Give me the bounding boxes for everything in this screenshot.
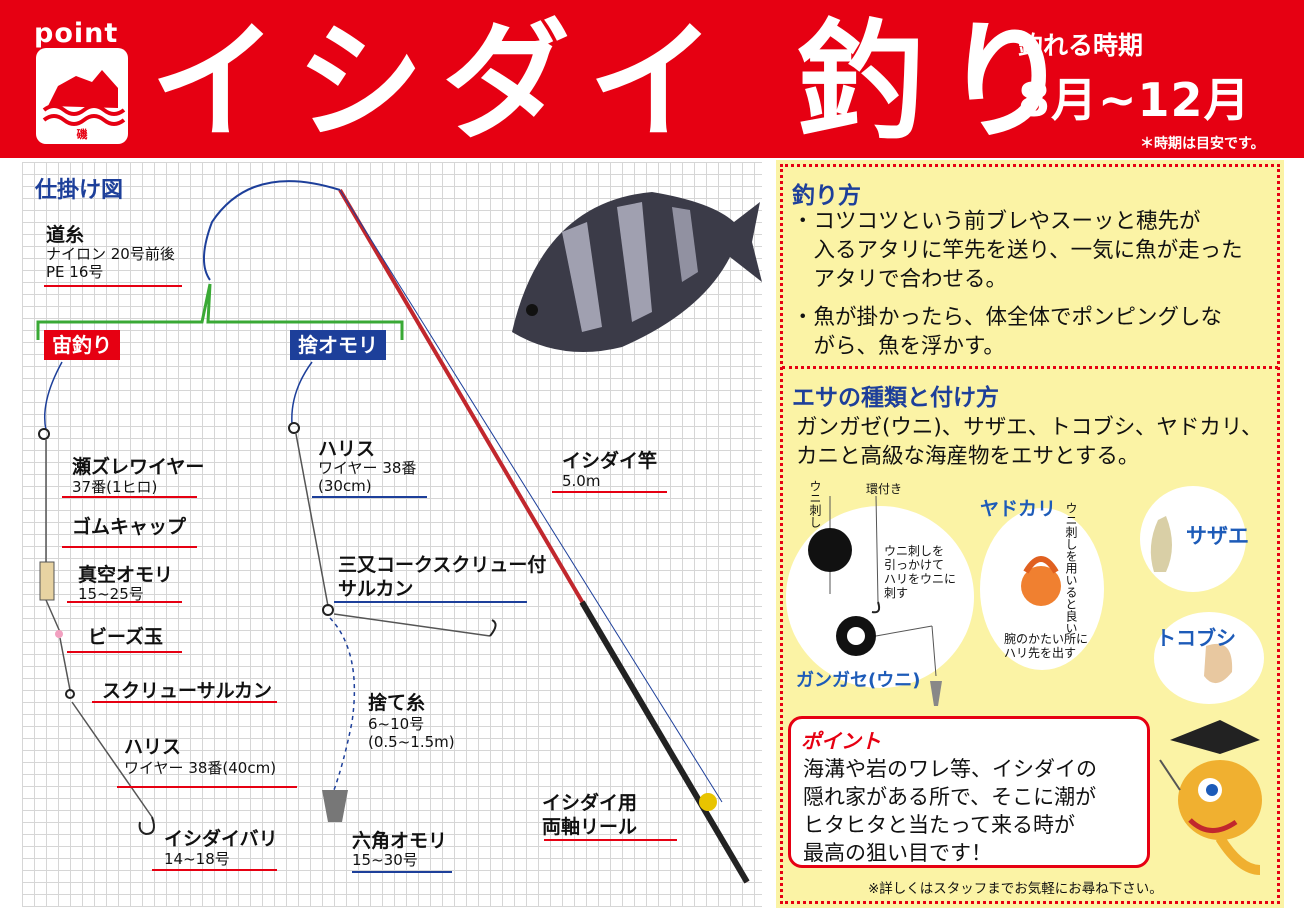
- rock-wave-icon: [42, 70, 126, 126]
- label-reel-2: 両軸リール: [542, 816, 638, 838]
- howto-line-1: ・コツコツという前ブレやスーッと穂先が: [792, 209, 1201, 234]
- main-line-label: 道糸: [46, 224, 85, 246]
- ishidai-fish-icon: [512, 192, 762, 352]
- main-line-spec1: ナイロン 20号前後: [46, 245, 175, 263]
- uni-sashi-label: ウニ刺し: [808, 480, 822, 528]
- spec1-sute-ito: 6~10号: [368, 715, 425, 733]
- fish-mascot-icon: [1159, 720, 1262, 875]
- yadokari-label: ヤドカリ: [980, 498, 1057, 520]
- label-shinkuu-omori: 真空オモリ: [78, 564, 174, 586]
- reel-icon: [699, 793, 717, 811]
- brand-logo-text: point: [34, 18, 119, 49]
- uni-note-3: ハリをウニに: [884, 572, 957, 586]
- point-line-2: 隠れ家がある所で、そこに潮が: [803, 785, 1097, 809]
- label-reel-1: イシダイ用: [542, 792, 638, 814]
- bait-desc-2: カニと高級な海産物をエサとする。: [796, 444, 1140, 469]
- label-gomu-cap: ゴムキャップ: [72, 516, 187, 538]
- sea-urchin-icon: [808, 528, 852, 572]
- spec-rokkaku-omori: 15~30号: [352, 851, 418, 869]
- sazae-label: サザエ: [1186, 524, 1249, 548]
- yadokari-note-2: ハリ先を出す: [1004, 646, 1077, 660]
- spec-harisu-left: ワイヤー 38番(40cm): [124, 759, 277, 777]
- main-line-spec2: PE 16号: [46, 263, 104, 281]
- iso-logo: 磯: [36, 48, 128, 144]
- footnote: ※詳しくはスタッフまでお気軽にお尋ね下さい。: [868, 881, 1163, 897]
- bait-desc-1: ガンガゼ(ウニ)、サザエ、トコブシ、ヤドカリ、: [796, 415, 1263, 440]
- panel-dotted-border: [780, 164, 1280, 904]
- label-beads: ビーズ玉: [88, 626, 164, 648]
- rig-section-title: 仕掛け図: [35, 178, 124, 203]
- season-label: 釣れる時期: [1018, 31, 1144, 60]
- rig-diagram-lines: [36, 180, 762, 884]
- howto-line-4: ・魚が掛かったら、体全体でポンピングしな: [792, 305, 1223, 330]
- page-title: イシダイ 釣り: [150, 8, 1089, 157]
- spec-ishidai-bari: 14~18号: [164, 850, 230, 868]
- uni-note-1: ウニ刺しを: [884, 544, 945, 558]
- season-note: ＊時期は目安です。: [1140, 136, 1265, 152]
- point-line-3: ヒタヒタと当たって来る時が: [803, 813, 1075, 837]
- section-divider: [782, 366, 1278, 369]
- label-harisu-left: ハリス: [124, 736, 182, 758]
- label-sanmata-swivel: 三又コークスクリュー付: [338, 554, 547, 576]
- spec-rod: 5.0m: [562, 472, 601, 490]
- spec-shinkuu-omori: 15~25号: [78, 585, 144, 603]
- label-sute-ito: 捨て糸: [368, 692, 426, 714]
- label-sarukan: サルカン: [338, 578, 414, 600]
- yadokari-note-vertical: ウニ刺しを用いると良い: [1064, 502, 1078, 634]
- label-harisu-right: ハリス: [318, 438, 376, 460]
- kan-tsuki-label: 環付き: [866, 482, 903, 496]
- point-box: ポイント 海溝や岩のワレ等、イシダイの 隠れ家がある所で、そこに潮が ヒタヒタと…: [788, 716, 1150, 868]
- point-line-1: 海溝や岩のワレ等、イシダイの: [803, 757, 1097, 781]
- spec2-sute-ito: (0.5~1.5m): [368, 733, 455, 751]
- label-ishidai-bari: イシダイバリ: [164, 828, 278, 850]
- header-banner: point 磯 イシダイ 釣り 釣れる時期 8月~12月 ＊時期は目安です。: [0, 0, 1304, 158]
- logo-label: 磯: [76, 128, 88, 141]
- bait-title: エサの種類と付け方: [792, 385, 999, 411]
- label-rokkaku-omori: 六角オモリ: [352, 830, 448, 852]
- howto-line-2: 入るアタリに竿先を送り、一気に魚が走った: [792, 238, 1243, 263]
- turban-shell-icon: [1150, 516, 1172, 572]
- howto-line-5: がら、魚を浮かす。: [792, 334, 1005, 359]
- point-title: ポイント: [801, 729, 881, 753]
- uni-note-4: 刺す: [884, 586, 909, 600]
- tag-sute-omori: 捨オモリ: [290, 330, 386, 360]
- howto-line-3: アタリで合わせる。: [792, 267, 1008, 292]
- point-line-4: 最高の狙い目です！: [803, 841, 992, 865]
- tag-chuu-zuri: 宙釣り: [44, 330, 120, 360]
- label-screw-swivel: スクリューサルカン: [102, 680, 273, 702]
- hermit-crab-icon: [1021, 566, 1061, 606]
- label-sezure-wire: 瀬ズレワイヤー: [72, 456, 205, 478]
- spec1-harisu-right: ワイヤー 38番: [318, 459, 417, 477]
- tokobushi-label: トコブシ: [1156, 626, 1236, 650]
- howto-title: 釣り方: [792, 183, 861, 209]
- yadokari-note-1: 腕のかたい所に: [1004, 632, 1089, 646]
- season-value: 8月~12月: [1018, 73, 1251, 127]
- spec2-harisu-right: (30cm): [318, 477, 372, 495]
- label-rod: イシダイ竿: [562, 450, 658, 472]
- uni-note-2: 引っかけて: [884, 558, 945, 572]
- rig-diagram-grid: 道糸 ナイロン 20号前後 PE 16号 宙釣り 捨オモリ 瀬ズレワイヤー 37…: [22, 162, 762, 907]
- bait-illustrations: [808, 495, 1233, 706]
- gangaze-label: ガンガセ(ウニ): [796, 670, 921, 691]
- abalone-icon: [1204, 643, 1233, 684]
- spec-sezure-wire: 37番(1ヒロ): [72, 478, 158, 496]
